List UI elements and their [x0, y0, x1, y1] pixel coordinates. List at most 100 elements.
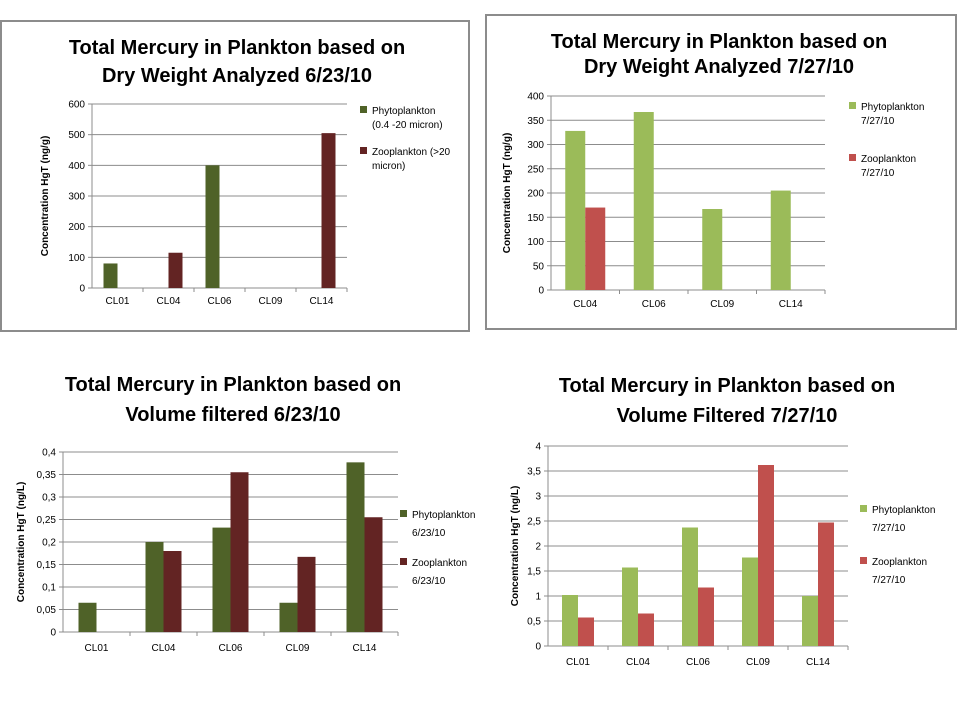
legend-label: Phytoplankton: [872, 505, 935, 516]
legend-label: 6/23/10: [412, 576, 446, 587]
y-tick-label: 350: [527, 116, 544, 127]
bar-cl14-series-0: [802, 596, 818, 646]
chart-title: Total Mercury in Plankton based on: [69, 37, 405, 59]
chart-panel-dry-weight-7-27: Total Mercury in Plankton based on Dry We…: [485, 14, 957, 330]
x-tick-label: CL14: [806, 657, 830, 668]
y-tick-label: 0,4: [42, 448, 56, 459]
legend-swatch-series-1: [400, 558, 407, 565]
chart-title: Total Mercury in Plankton based on: [551, 31, 887, 53]
y-tick-label: 500: [68, 130, 85, 141]
bar-cl04-series-0: [622, 567, 638, 646]
y-tick-label: 0: [538, 286, 544, 297]
bar-cl04-series-1: [168, 252, 183, 288]
x-tick-label: CL04: [573, 299, 597, 310]
chart-title: Total Mercury in Plankton based on: [65, 374, 401, 396]
bar-cl04-series-1: [163, 551, 182, 632]
bar-cl04-series-0: [145, 542, 164, 632]
x-tick-label: CL06: [686, 657, 710, 668]
chart-panel-dry-weight-6-23: Total Mercury in Plankton based on Dry We…: [0, 20, 470, 332]
bar-cl06-series-1: [230, 472, 249, 632]
y-tick-label: 2: [535, 542, 541, 553]
y-tick-label: 600: [68, 100, 85, 111]
legend-swatch-series-0: [860, 505, 867, 512]
y-tick-label: 1: [535, 592, 541, 603]
legend-label: Zooplankton: [872, 557, 927, 568]
chart-volume-6-23: Total Mercury in Plankton based on Volume…: [16, 374, 475, 654]
bar-cl14-series-1: [364, 517, 383, 632]
y-tick-label: 4: [535, 442, 541, 453]
x-tick-label: CL14: [353, 643, 377, 654]
bar-cl14-series-1: [321, 133, 336, 288]
y-tick-label: 300: [68, 192, 85, 203]
bar-cl09-series-1: [758, 465, 774, 646]
x-tick-label: CL04: [157, 296, 181, 307]
legend-label: Phytoplankton: [861, 102, 924, 113]
legend-label: 7/27/10: [861, 168, 895, 179]
y-tick-label: 200: [527, 189, 544, 200]
y-tick-label: 3: [535, 492, 541, 503]
y-axis-label: Concentration HgT (ng/L): [16, 482, 27, 603]
bar-cl06-series-0: [633, 112, 654, 290]
x-tick-label: CL01: [85, 643, 109, 654]
bar-cl09-series-1: [297, 556, 316, 632]
bar-cl01-series-0: [103, 263, 118, 288]
legend-label: Zooplankton (>20: [372, 147, 451, 158]
y-tick-label: 250: [527, 164, 544, 175]
bar-cl14-series-0: [346, 462, 365, 632]
bar-cl14-series-1: [818, 522, 834, 646]
x-tick-label: CL06: [208, 296, 232, 307]
x-tick-label: CL09: [259, 296, 283, 307]
y-tick-label: 1,5: [527, 567, 541, 578]
bar-cl06-series-1: [698, 587, 714, 646]
bar-cl04-series-1: [585, 207, 606, 290]
chart-volume-7-27: Total Mercury in Plankton based onVolume…: [510, 375, 935, 668]
chart-dry-weight-6-23: Total Mercury in Plankton based on Dry We…: [40, 37, 451, 307]
x-tick-label: CL01: [566, 657, 590, 668]
chart-subtitle: Dry Weight Analyzed 7/27/10: [584, 56, 854, 78]
y-axis-label: Concentration HgT (ng/g): [502, 133, 513, 254]
y-tick-label: 400: [527, 92, 544, 103]
legend-swatch-series-1: [360, 147, 367, 154]
legend-label: micron): [372, 161, 405, 172]
y-tick-label: 0,35: [37, 470, 57, 481]
x-tick-label: CL09: [286, 643, 310, 654]
y-tick-label: 0,5: [527, 617, 541, 628]
y-tick-label: 100: [527, 237, 544, 248]
bar-cl06-series-0: [205, 165, 220, 288]
y-tick-label: 50: [533, 261, 545, 272]
chart-subtitle: Volume Filtered 7/27/10: [617, 405, 838, 427]
y-tick-label: 0: [535, 642, 541, 653]
y-tick-label: 150: [527, 213, 544, 224]
legend-swatch-series-0: [849, 102, 856, 109]
bar-cl09-series-0: [279, 602, 298, 632]
x-tick-label: CL06: [219, 643, 243, 654]
y-tick-label: 0,25: [37, 515, 57, 526]
y-tick-label: 2,5: [527, 517, 541, 528]
chart-subtitle: Volume filtered 6/23/10: [125, 404, 340, 426]
x-tick-label: CL09: [710, 299, 734, 310]
legend-swatch-series-0: [360, 106, 367, 113]
legend-label: 7/27/10: [872, 575, 906, 586]
x-tick-label: CL14: [779, 299, 803, 310]
legend-label: (0.4 -20 micron): [372, 120, 443, 131]
y-tick-label: 300: [527, 140, 544, 151]
y-tick-label: 400: [68, 161, 85, 172]
x-tick-label: CL14: [310, 296, 334, 307]
y-tick-label: 200: [68, 222, 85, 233]
y-tick-label: 0: [50, 628, 56, 639]
legend-label: Zooplankton: [861, 154, 916, 165]
y-axis-label: Concentration HgT (ng/g): [40, 136, 51, 257]
bar-cl04-series-0: [565, 130, 586, 290]
y-tick-label: 0,15: [37, 560, 57, 571]
x-tick-label: CL06: [642, 299, 666, 310]
y-tick-label: 0: [79, 284, 85, 295]
legend-label: Zooplankton: [412, 558, 467, 569]
bar-cl01-series-0: [78, 602, 97, 632]
y-tick-label: 3,5: [527, 467, 541, 478]
x-tick-label: CL04: [626, 657, 650, 668]
y-tick-label: 0,2: [42, 538, 56, 549]
chart-subtitle: Dry Weight Analyzed 6/23/10: [102, 65, 372, 87]
bar-cl09-series-0: [702, 209, 723, 290]
y-tick-label: 0,1: [42, 583, 56, 594]
